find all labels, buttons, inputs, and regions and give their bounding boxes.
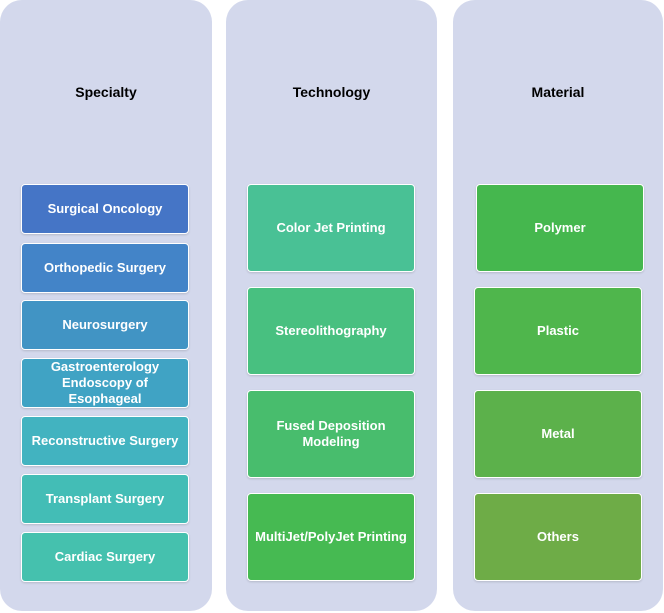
- specialty-item-reconstructive-surgery: Reconstructive Surgery: [21, 416, 189, 466]
- specialty-item-transplant-surgery: Transplant Surgery: [21, 474, 189, 524]
- specialty-item-neurosurgery: Neurosurgery: [21, 300, 189, 350]
- technology-column: Technology Color Jet Printing Stereolith…: [226, 0, 437, 611]
- specialty-item-surgical-oncology: Surgical Oncology: [21, 184, 189, 234]
- material-item-plastic: Plastic: [474, 287, 642, 375]
- specialty-column: Specialty Surgical Oncology Orthopedic S…: [0, 0, 212, 611]
- specialty-item-cardiac-surgery: Cardiac Surgery: [21, 532, 189, 582]
- material-item-polymer: Polymer: [476, 184, 644, 272]
- specialty-title: Specialty: [75, 84, 137, 100]
- material-item-metal: Metal: [474, 390, 642, 478]
- technology-title: Technology: [292, 84, 371, 100]
- specialty-item-gastroenterology: Gastroenterology Endoscopy of Esophageal: [21, 358, 189, 408]
- material-column: Material Polymer Plastic Metal Others: [453, 0, 663, 611]
- technology-item-multijet-polyjet-printing: MultiJet/PolyJet Printing: [247, 493, 415, 581]
- specialty-item-orthopedic-surgery: Orthopedic Surgery: [21, 243, 189, 293]
- material-title: Material: [531, 84, 585, 100]
- technology-item-fused-deposition-modeling: Fused Deposition Modeling: [247, 390, 415, 478]
- technology-item-stereolithography: Stereolithography: [247, 287, 415, 375]
- material-item-others: Others: [474, 493, 642, 581]
- technology-item-color-jet-printing: Color Jet Printing: [247, 184, 415, 272]
